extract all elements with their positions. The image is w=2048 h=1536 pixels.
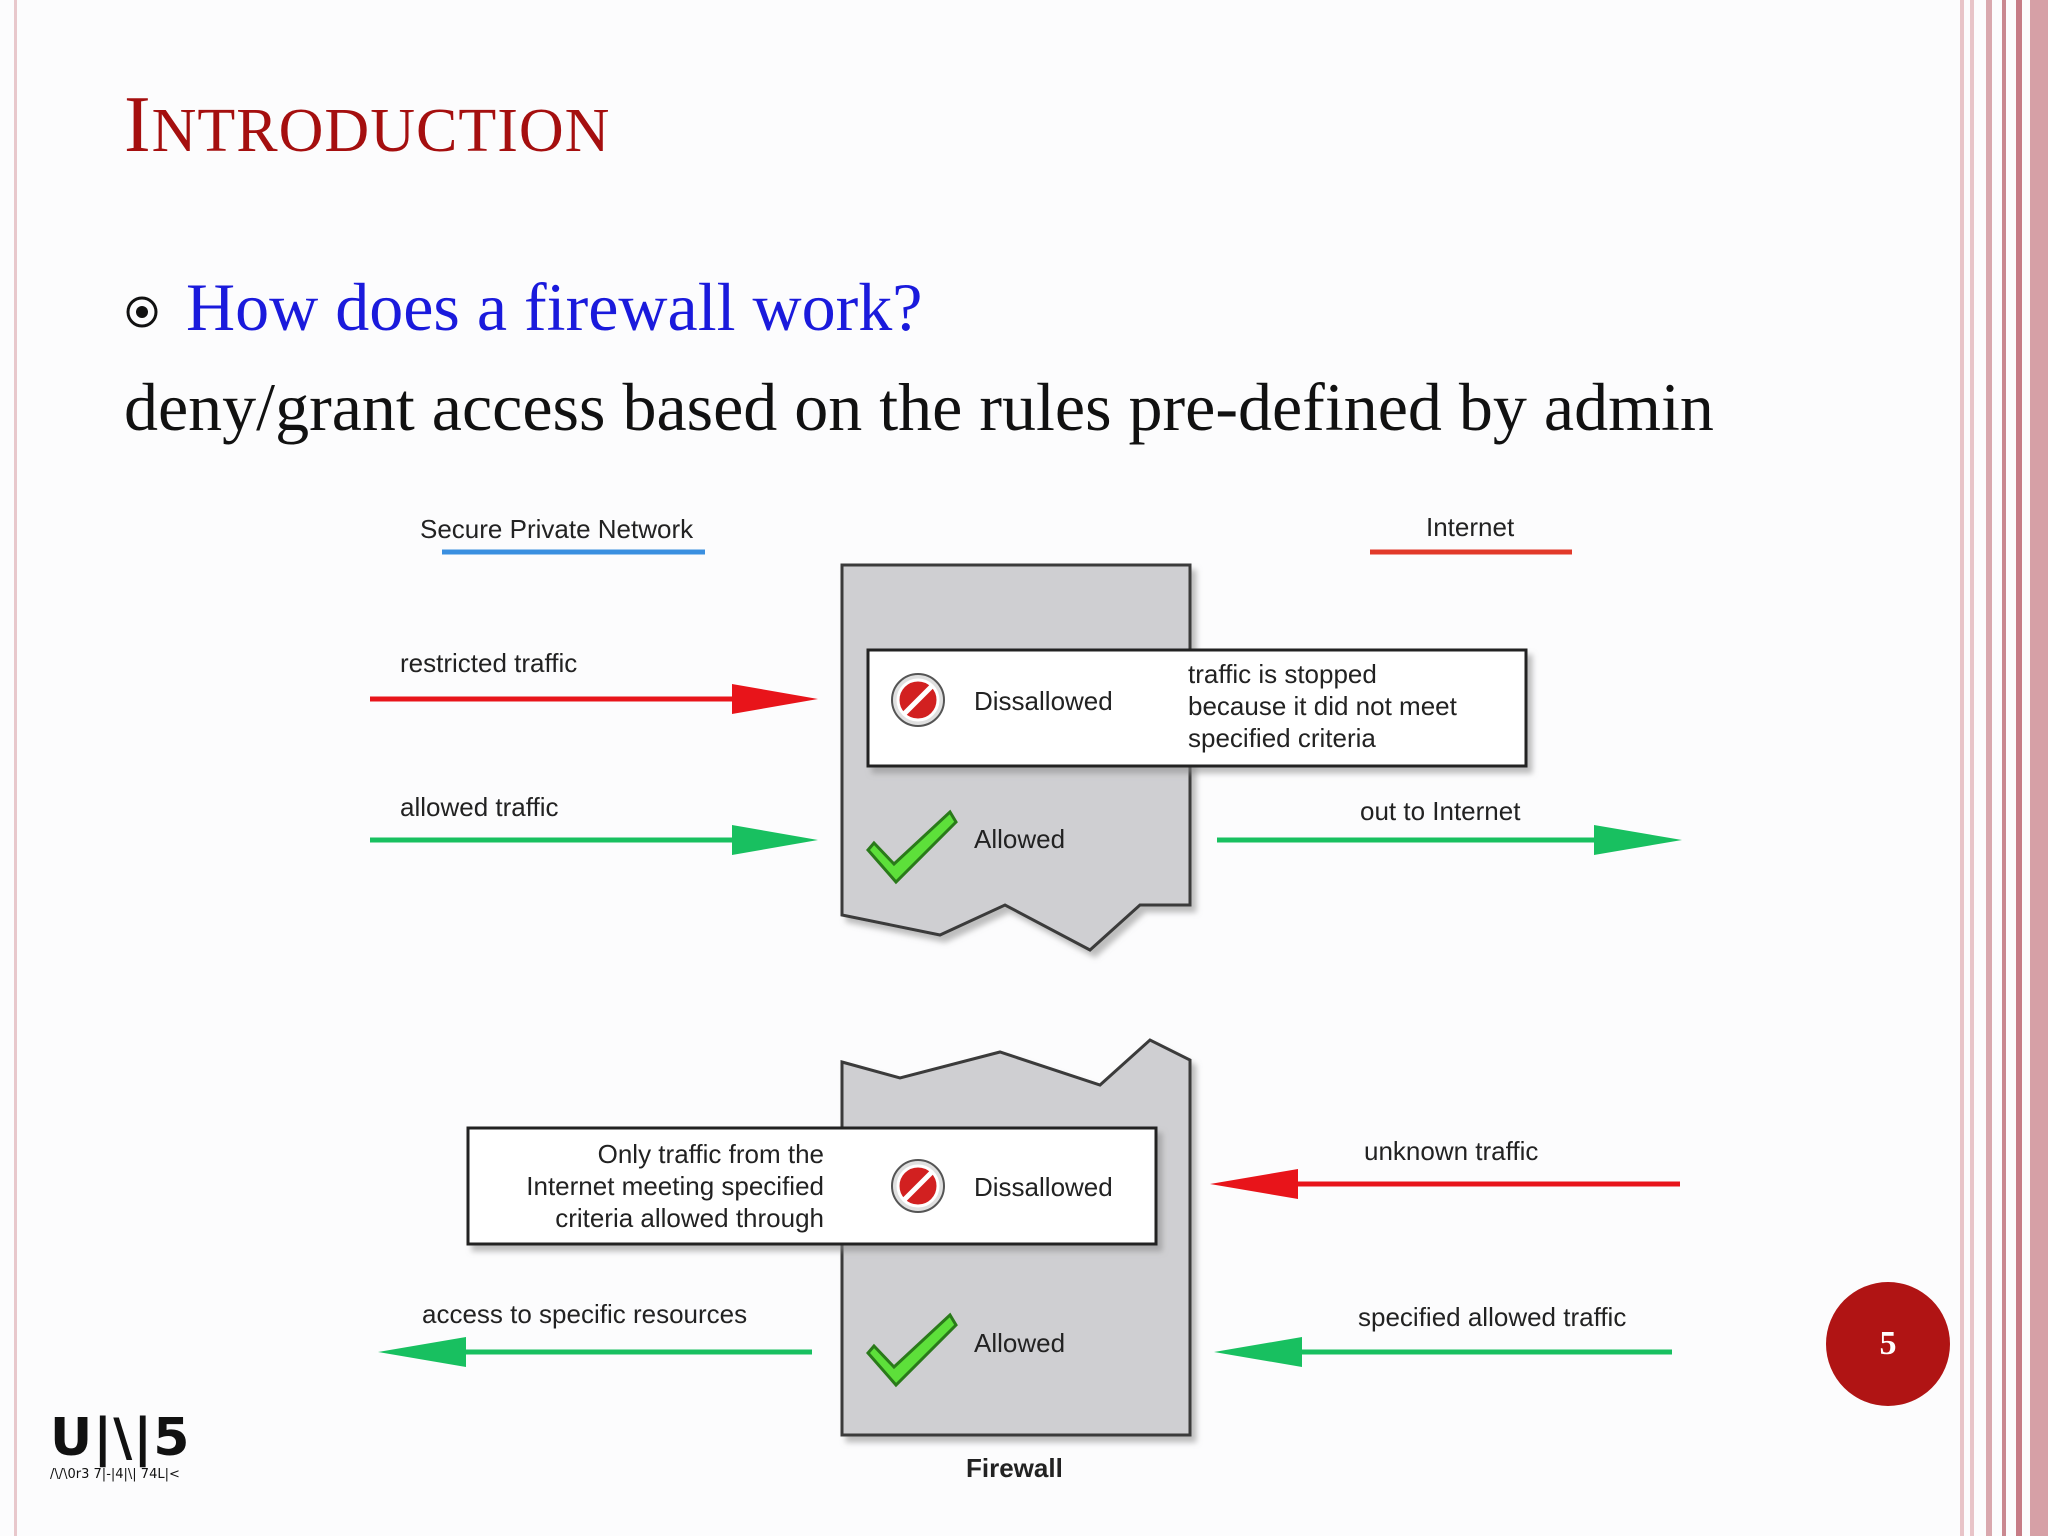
bottom-disallowed-box xyxy=(466,1126,1158,1246)
bottom-note-line-2: Internet meeting specified xyxy=(526,1171,824,1201)
title-rest: NTRODUCTION xyxy=(151,97,611,165)
secure-network-label: Secure Private Network xyxy=(420,514,694,544)
bottom-note-line-3: criteria allowed through xyxy=(555,1203,824,1233)
logo: U|\|5 /\/\0r3 7|-|4|\| 74L|< xyxy=(50,1410,190,1484)
unknown-arrow-head xyxy=(1210,1169,1298,1199)
logo-sub-text: /\/\0r3 7|-|4|\| 74L|< xyxy=(50,1467,180,1482)
top-note-line-3: specified criteria xyxy=(1188,723,1376,753)
top-allowed-label: Allowed xyxy=(974,824,1065,854)
specified-allowed-traffic-label: specified allowed traffic xyxy=(1358,1302,1626,1332)
out-to-internet-label: out to Internet xyxy=(1360,796,1521,826)
bottom-disallowed-label: Dissallowed xyxy=(974,1172,1113,1202)
internet-label: Internet xyxy=(1426,512,1515,542)
slide-number-badge: 5 xyxy=(1826,1282,1950,1406)
top-note-line-2: because it did not meet xyxy=(1188,691,1458,721)
out-arrow-head xyxy=(1594,825,1682,855)
bottom-allowed-label: Allowed xyxy=(974,1328,1065,1358)
no-entry-icon xyxy=(891,1159,945,1213)
restricted-arrow-head xyxy=(732,684,818,714)
top-disallowed-box xyxy=(866,648,1528,768)
allowed-arrow-head xyxy=(732,825,818,855)
allowed-traffic-label: allowed traffic xyxy=(400,792,559,822)
no-entry-icon xyxy=(891,673,945,727)
access-arrow-head xyxy=(378,1337,466,1367)
slide-title: INTRODUCTION xyxy=(124,80,610,171)
edge-line xyxy=(14,0,17,1536)
top-disallowed-label: Dissallowed xyxy=(974,686,1113,716)
body-text: deny/grant access based on the rules pre… xyxy=(124,369,1714,445)
restricted-traffic-label: restricted traffic xyxy=(400,648,577,678)
top-note-line-1: traffic is stopped xyxy=(1188,659,1377,689)
edge-line xyxy=(2030,0,2048,1536)
checkmark-icon xyxy=(866,809,958,885)
circle-bullet-icon xyxy=(126,296,158,328)
firewall-label: Firewall xyxy=(966,1453,1063,1483)
specified-arrow-head xyxy=(1214,1337,1302,1367)
logo-main-text: U|\|5 xyxy=(50,1408,191,1468)
edge-line xyxy=(2016,0,2022,1536)
access-resources-label: access to specific resources xyxy=(422,1299,747,1329)
unknown-traffic-label: unknown traffic xyxy=(1364,1136,1538,1166)
checkmark-icon xyxy=(866,1312,958,1388)
title-initial: I xyxy=(124,81,152,169)
bottom-note-line-1: Only traffic from the xyxy=(598,1139,824,1169)
edge-line xyxy=(1970,0,1974,1536)
edge-line xyxy=(2002,0,2006,1536)
edge-line xyxy=(1960,0,1964,1536)
bullet-question: How does a firewall work? xyxy=(186,269,923,345)
edge-line xyxy=(1986,0,1992,1536)
